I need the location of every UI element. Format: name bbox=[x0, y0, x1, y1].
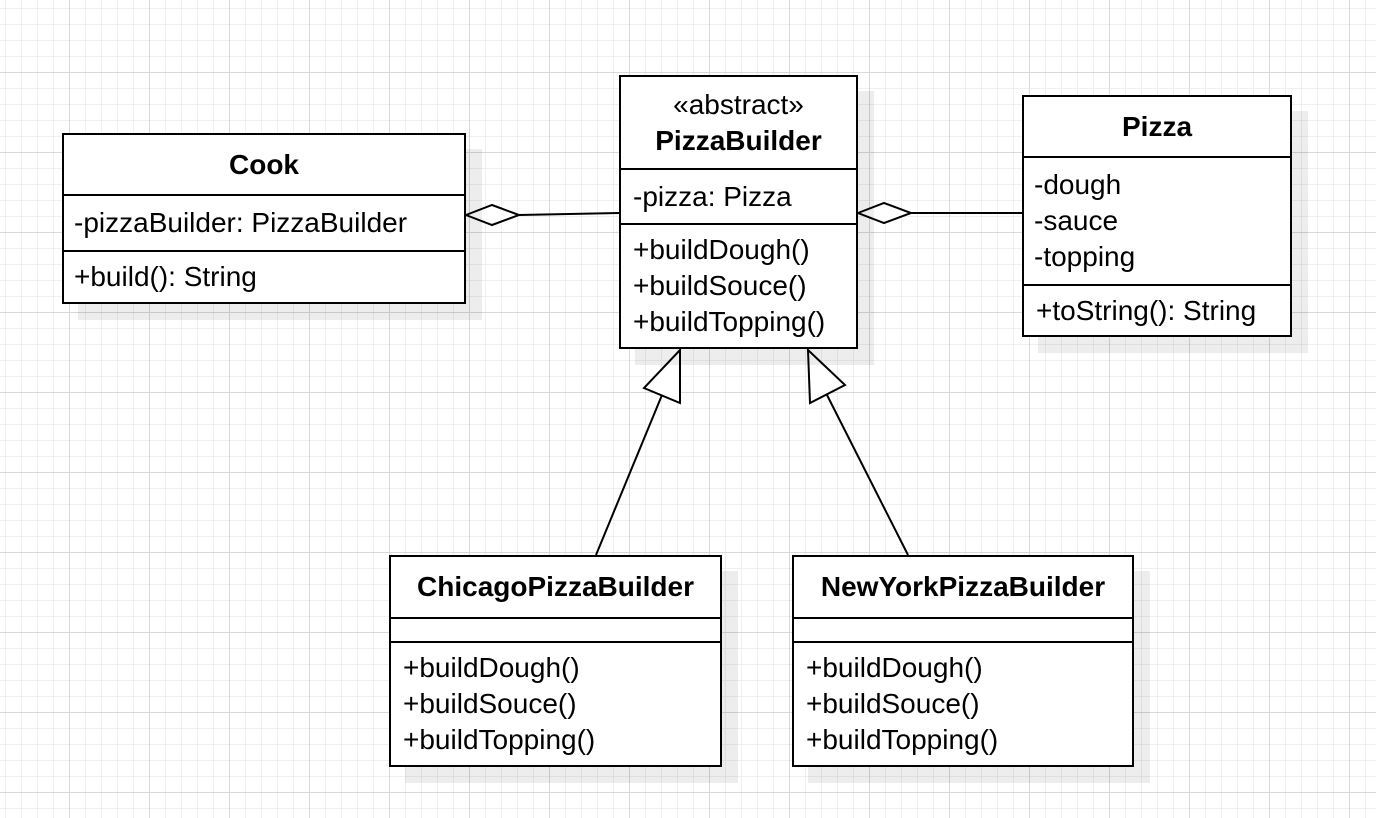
class-header: NewYorkPizzaBuilder bbox=[794, 557, 1132, 617]
operations-section: +buildDough() +buildSouce() +buildToppin… bbox=[391, 641, 720, 765]
class-name: Cook bbox=[229, 148, 299, 180]
attributes-section bbox=[794, 617, 1132, 641]
operation: +buildTopping() bbox=[403, 724, 596, 755]
operation: +build(): String bbox=[74, 261, 257, 292]
operation: +toString(): String bbox=[1036, 294, 1257, 326]
generalization-arrowhead bbox=[642, 347, 681, 405]
generalization-arrowhead bbox=[806, 347, 847, 405]
operations-section: +toString(): String bbox=[1024, 284, 1290, 335]
aggregation-pizzabuilder-pizza[interactable] bbox=[855, 201, 1022, 225]
class-stereotype: «abstract» bbox=[673, 88, 804, 120]
aggregation-cook-pizzabuilder[interactable] bbox=[463, 203, 620, 227]
operation: +buildSouce() bbox=[403, 688, 577, 719]
class-name: PizzaBuilder bbox=[655, 124, 822, 156]
aggregation-diamond bbox=[855, 201, 914, 225]
attributes-section: -dough -sauce -topping bbox=[1024, 156, 1290, 284]
class-newyork-pizza-builder[interactable]: NewYorkPizzaBuilder +buildDough() +build… bbox=[792, 555, 1134, 767]
class-name: NewYorkPizzaBuilder bbox=[820, 571, 1106, 602]
generalization-chicago-pizzabuilder[interactable] bbox=[595, 347, 681, 556]
generalization-newyork-pizzabuilder[interactable] bbox=[806, 347, 909, 556]
attributes-section bbox=[391, 617, 720, 641]
class-cook[interactable]: Cook -pizzaBuilder: PizzaBuilder +build(… bbox=[62, 133, 466, 304]
class-pizza-builder[interactable]: «abstract» PizzaBuilder -pizza: Pizza +b… bbox=[619, 75, 858, 349]
operation: +buildDough() bbox=[806, 652, 983, 683]
operation: +buildTopping() bbox=[806, 724, 999, 755]
attribute: -pizza: Pizza bbox=[633, 180, 792, 212]
operations-section: +buildDough() +buildSouce() +buildToppin… bbox=[621, 223, 856, 347]
operation: +buildSouce() bbox=[806, 688, 980, 719]
attribute: -dough bbox=[1034, 169, 1122, 200]
attribute: -topping bbox=[1034, 241, 1136, 272]
class-header: Cook bbox=[64, 135, 464, 194]
operations-section: +build(): String bbox=[64, 250, 464, 302]
class-header: Pizza bbox=[1024, 97, 1290, 156]
attribute: -pizzaBuilder: PizzaBuilder bbox=[74, 207, 408, 238]
class-chicago-pizza-builder[interactable]: ChicagoPizzaBuilder +buildDough() +build… bbox=[389, 555, 722, 767]
class-header: ChicagoPizzaBuilder bbox=[391, 557, 720, 617]
operation: +buildDough() bbox=[633, 234, 810, 265]
class-name: ChicagoPizzaBuilder bbox=[417, 571, 694, 602]
operation: +buildSouce() bbox=[633, 270, 807, 301]
operation: +buildTopping() bbox=[633, 306, 826, 337]
attributes-section: -pizzaBuilder: PizzaBuilder bbox=[64, 194, 464, 250]
class-name: Pizza bbox=[1121, 110, 1193, 142]
attributes-section: -pizza: Pizza bbox=[621, 168, 856, 223]
operation: +buildDough() bbox=[403, 652, 580, 683]
class-header: «abstract» PizzaBuilder bbox=[621, 77, 856, 168]
operations-section: +buildDough() +buildSouce() +buildToppin… bbox=[794, 641, 1132, 765]
attribute: -sauce bbox=[1034, 205, 1119, 236]
aggregation-diamond bbox=[463, 203, 522, 227]
class-pizza[interactable]: Pizza -dough -sauce -topping +toString()… bbox=[1022, 95, 1292, 337]
